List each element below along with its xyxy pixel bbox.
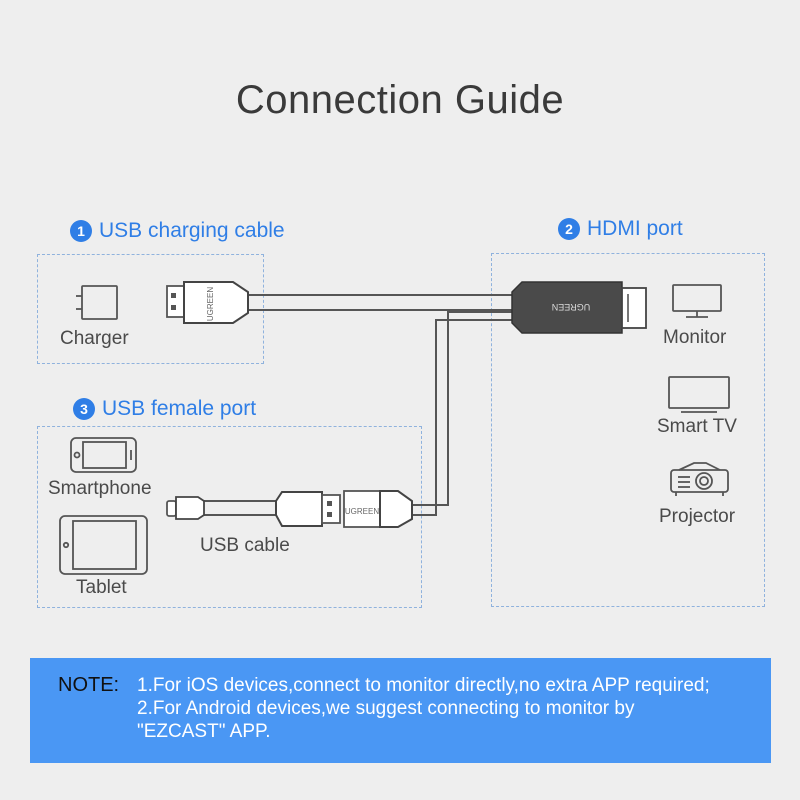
- projector-label: Projector: [659, 506, 736, 527]
- hdmi-plug-icon: UGREEN: [511, 281, 647, 334]
- number-badge: 3: [73, 398, 95, 420]
- section-heading-usb-female: 3 USB female port: [73, 397, 256, 421]
- smartphone-icon: [70, 437, 137, 473]
- smart-tv-label: Smart TV: [657, 416, 737, 437]
- tablet-icon: [59, 515, 148, 575]
- smart-tv-icon: [668, 376, 730, 413]
- hdmi-port-box: [491, 253, 765, 607]
- micro-usb-plug-icon: [166, 496, 205, 520]
- smartphone-label: Smartphone: [48, 478, 152, 499]
- cable-line: [412, 319, 512, 516]
- brand-logo-text: UGREEN: [206, 287, 215, 321]
- tablet-label: Tablet: [76, 577, 127, 598]
- section-label: USB charging cable: [99, 219, 285, 242]
- section-heading-hdmi-port: 2 HDMI port: [558, 217, 683, 241]
- section-heading-usb-charging: 1 USB charging cable: [70, 219, 285, 243]
- section-label: USB female port: [102, 397, 257, 420]
- charger-label: Charger: [60, 328, 129, 349]
- usb-a-male-plug-icon: [275, 491, 341, 527]
- note-line: 1.For iOS devices,connect to monitor dir…: [137, 675, 710, 696]
- cable-line: [412, 311, 512, 506]
- page-title: Connection Guide: [235, 78, 565, 122]
- charger-icon: [76, 285, 118, 320]
- usb-female-port-icon: UGREEN: [343, 490, 413, 528]
- usb-cable-label: USB cable: [200, 535, 290, 556]
- number-badge: 2: [558, 218, 580, 240]
- section-label: HDMI port: [587, 217, 683, 240]
- note-banner: [30, 658, 771, 763]
- note-heading: NOTE:: [58, 674, 120, 696]
- brand-logo-text: UGREEN: [345, 507, 379, 516]
- note-line: "EZCAST" APP.: [137, 721, 271, 742]
- usb-female-box: [37, 426, 422, 608]
- monitor-icon: [672, 284, 722, 318]
- monitor-label: Monitor: [663, 327, 727, 348]
- note-text: 1.For iOS devices,connect to monitor dir…: [137, 674, 762, 743]
- brand-logo-text: UGREEN: [552, 302, 591, 312]
- cable-lines: [204, 294, 512, 516]
- usb-a-plug-icon: UGREEN: [166, 281, 249, 324]
- projector-icon: [670, 462, 729, 496]
- number-badge: 1: [70, 220, 92, 242]
- note-line: 2.For Android devices,we suggest connect…: [137, 698, 635, 719]
